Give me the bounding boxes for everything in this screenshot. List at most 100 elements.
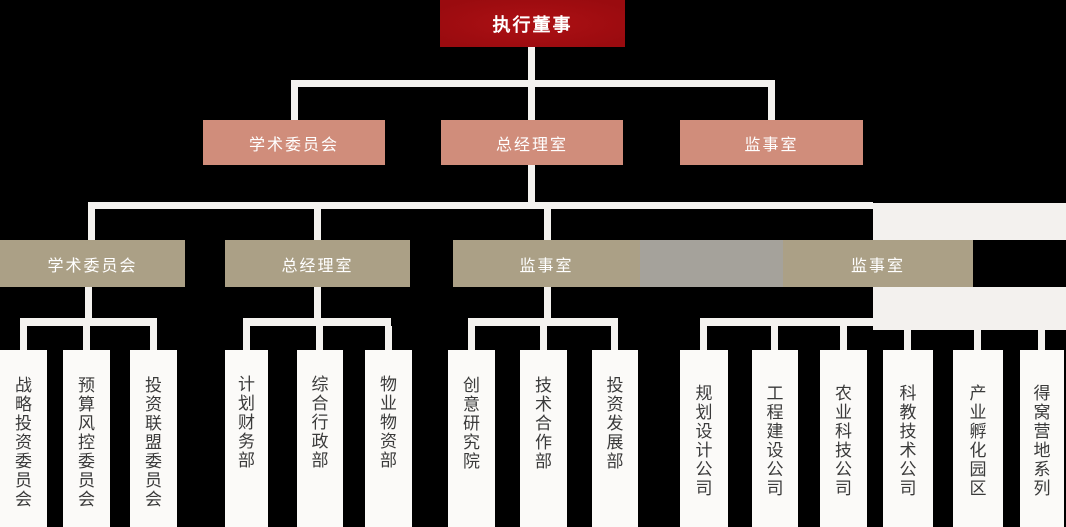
dept-column-char: 投 [606, 376, 624, 395]
connector-drop [840, 326, 847, 350]
dept-column-char: 司 [766, 479, 784, 498]
dept-column: 产业孵化园区 [953, 350, 1003, 527]
connector-line [468, 318, 618, 326]
dept-column-char: 工 [766, 384, 784, 403]
org-node-blank-segment [640, 240, 783, 287]
dept-column-char: 物 [380, 375, 397, 394]
dept-column: 投资发展部 [592, 350, 638, 527]
dept-column-char: 战 [15, 376, 32, 395]
dept-column-char: 政 [311, 432, 329, 451]
dept-column-char: 得 [1033, 384, 1051, 403]
dept-column-char: 园 [969, 460, 987, 479]
dept-column-char: 教 [899, 403, 917, 422]
org-node-academic-committee-2: 学术委员会 [0, 240, 185, 287]
connector-line [544, 209, 551, 240]
dept-column-char: 地 [1033, 441, 1051, 460]
dept-column-char: 科 [899, 384, 917, 403]
connector-drop [771, 326, 778, 350]
dept-column-char: 技 [535, 376, 552, 395]
dept-column: 综合行政部 [297, 350, 343, 527]
connector-line [291, 87, 298, 120]
dept-column-char: 合 [311, 394, 329, 413]
dept-column-char: 设 [766, 441, 784, 460]
connector-drop [316, 326, 323, 350]
dept-column-char: 预 [78, 376, 95, 395]
dept-column-char: 公 [899, 460, 917, 479]
connector-drop [904, 326, 911, 350]
dept-column: 得窝营地系列 [1020, 350, 1064, 527]
dept-column-char: 部 [380, 451, 397, 470]
dept-column-char: 员 [145, 471, 162, 490]
dept-column-char: 控 [78, 433, 95, 452]
dept-column-char: 员 [15, 471, 32, 490]
dept-column: 农业科技公司 [820, 350, 867, 527]
dept-column-char: 员 [78, 471, 95, 490]
dept-column: 技术合作部 [520, 350, 567, 527]
connector-line [528, 47, 535, 80]
connector-drop [540, 326, 547, 350]
dept-column-char: 财 [238, 413, 255, 432]
org-node-supervisor-office-2: 监事室 [453, 240, 640, 287]
dept-column-char: 意 [463, 395, 480, 414]
connector-line [20, 318, 157, 326]
dept-column-char: 区 [969, 479, 987, 498]
dept-column-char: 会 [15, 490, 32, 509]
dept-column-char: 司 [835, 479, 852, 498]
dept-column: 战略投资委员会 [0, 350, 47, 527]
dept-column-char: 委 [78, 452, 95, 471]
dept-column-char: 司 [899, 479, 917, 498]
dept-column: 科教技术公司 [883, 350, 933, 527]
dept-column-char: 联 [145, 414, 162, 433]
dept-column-char: 委 [15, 452, 32, 471]
dept-column-char: 院 [463, 452, 480, 471]
dept-column-char: 算 [78, 395, 95, 414]
dept-column-char: 技 [835, 441, 852, 460]
dept-column-char: 术 [535, 395, 552, 414]
dept-column-char: 科 [835, 422, 852, 441]
dept-column-char: 公 [835, 460, 852, 479]
connector-drop [243, 326, 250, 350]
dept-column-char: 风 [78, 414, 95, 433]
dept-column-char: 营 [1033, 422, 1051, 441]
dept-column-char: 系 [1033, 460, 1051, 479]
dept-column-char: 物 [380, 413, 397, 432]
dept-column-char: 创 [463, 376, 480, 395]
dept-column-char: 部 [238, 451, 255, 470]
connector-line [88, 209, 95, 240]
dept-column-char: 计 [238, 375, 255, 394]
white-block [873, 287, 1066, 330]
dept-column-char: 会 [78, 490, 95, 509]
white-block [873, 203, 1066, 240]
dept-column-char: 设 [695, 422, 713, 441]
dept-column-char: 发 [606, 414, 624, 433]
dept-column-char: 盟 [145, 433, 162, 452]
org-node-supervisor-office-3: 监事室 [783, 240, 973, 287]
connector-drop [1038, 326, 1045, 350]
dept-column-char: 资 [380, 432, 397, 451]
dept-column: 计划财务部 [225, 350, 268, 527]
dept-column-char: 公 [766, 460, 784, 479]
dept-column-char: 产 [969, 384, 987, 403]
dept-column-char: 建 [766, 422, 784, 441]
dept-column-char: 列 [1033, 479, 1051, 498]
dept-column: 物业物资部 [365, 350, 412, 527]
dept-column-char: 规 [695, 384, 713, 403]
dept-column-char: 业 [835, 403, 852, 422]
connector-line [528, 165, 535, 202]
dept-column-char: 窝 [1033, 403, 1051, 422]
dept-column-char: 部 [606, 452, 624, 471]
connector-line [544, 287, 551, 318]
dept-column-char: 略 [15, 395, 32, 414]
dept-column-char: 合 [535, 414, 552, 433]
dept-column-char: 部 [535, 452, 552, 471]
dept-column-char: 综 [311, 375, 329, 394]
dept-column-char: 孵 [969, 422, 987, 441]
org-node-supervisor-office: 监事室 [680, 120, 863, 165]
connector-line [314, 287, 321, 318]
dept-column: 工程建设公司 [752, 350, 798, 527]
dept-column-char: 研 [463, 414, 480, 433]
connector-drop [468, 326, 475, 350]
dept-column-char: 化 [969, 441, 987, 460]
dept-column-char: 务 [238, 432, 255, 451]
